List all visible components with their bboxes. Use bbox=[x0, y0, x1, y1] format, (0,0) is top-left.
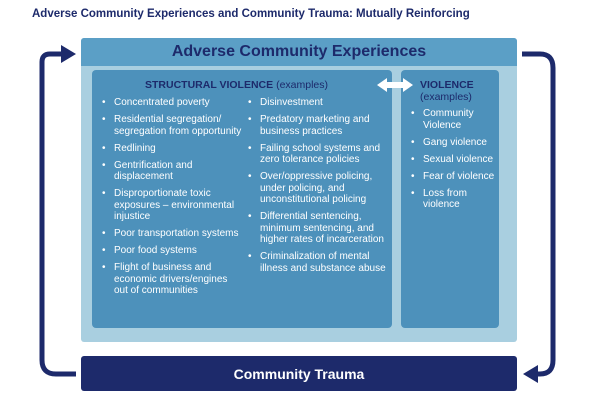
structural-violence-suffix: (examples) bbox=[276, 79, 329, 91]
list-item: Failing school systems and zero toleranc… bbox=[248, 143, 390, 166]
structural-violence-list-left: Concentrated poverty Residential segrega… bbox=[102, 97, 242, 302]
list-item: Community Violence bbox=[411, 108, 497, 131]
left-cycle-arrow-icon bbox=[39, 45, 76, 377]
list-item: Gang violence bbox=[411, 137, 497, 149]
double-arrow-icon bbox=[377, 78, 413, 92]
community-trauma-bar: Community Trauma bbox=[81, 356, 517, 391]
list-item: Fear of violence bbox=[411, 171, 497, 183]
violence-suffix: (examples) bbox=[420, 91, 472, 103]
structural-violence-label: STRUCTURAL VIOLENCE bbox=[145, 79, 274, 91]
adverse-community-experiences-heading: Adverse Community Experiences bbox=[81, 38, 517, 66]
page-title: Adverse Community Experiences and Commun… bbox=[32, 8, 470, 20]
list-item: Flight of business and economic drivers/… bbox=[102, 262, 242, 297]
list-item: Differential sentencing, minimum sentenc… bbox=[248, 211, 390, 246]
list-item: Disproportionate toxic exposures – envir… bbox=[102, 188, 242, 223]
list-item: Concentrated poverty bbox=[102, 97, 242, 109]
list-item: Residential segregation/ segregation fro… bbox=[102, 114, 242, 137]
list-item: Predatory marketing and business practic… bbox=[248, 114, 390, 137]
list-item: Disinvestment bbox=[248, 97, 390, 109]
violence-list: Community Violence Gang violence Sexual … bbox=[411, 108, 497, 216]
list-item: Redlining bbox=[102, 143, 242, 155]
right-cycle-arrow-icon bbox=[522, 51, 556, 383]
list-item: Loss from violence bbox=[411, 188, 497, 211]
structural-violence-title: STRUCTURAL VIOLENCE (examples) bbox=[145, 79, 328, 91]
list-item: Poor food systems bbox=[102, 245, 242, 257]
list-item: Criminalization of mental illness and su… bbox=[248, 251, 390, 274]
violence-title: VIOLENCE (examples) bbox=[420, 79, 474, 103]
list-item: Poor transportation systems bbox=[102, 228, 242, 240]
list-item: Sexual violence bbox=[411, 154, 497, 166]
list-item: Over/oppressive policing, under policing… bbox=[248, 171, 390, 206]
list-item: Gentrification and displacement bbox=[102, 160, 242, 183]
structural-violence-list-right: Disinvestment Predatory marketing and bu… bbox=[248, 97, 390, 280]
violence-label: VIOLENCE bbox=[420, 79, 474, 91]
